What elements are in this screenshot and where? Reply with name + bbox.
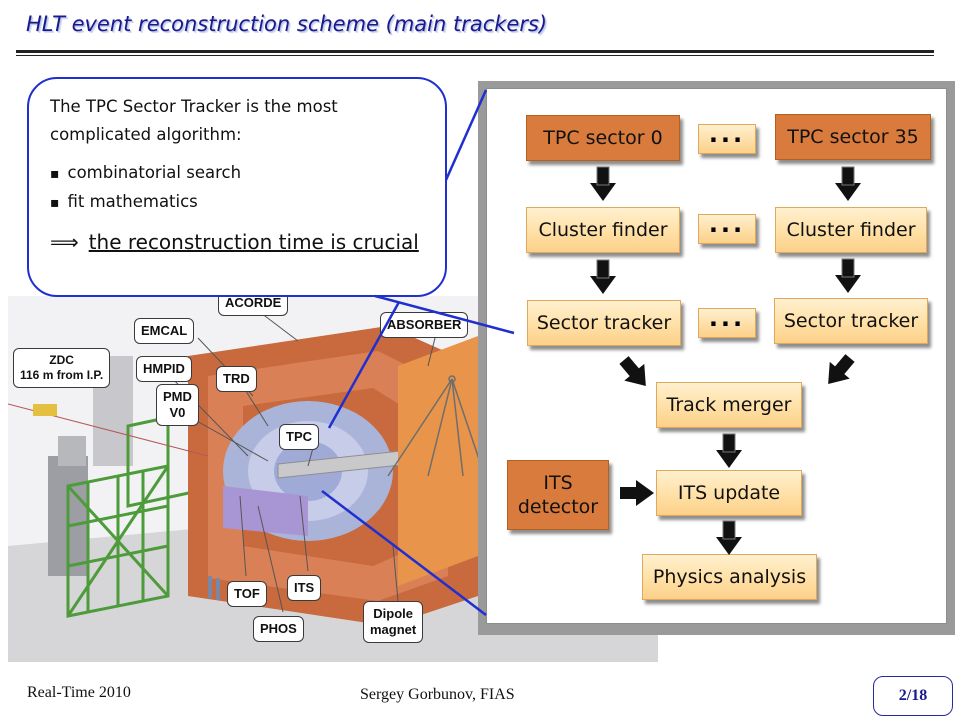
node-its-detector-line1: ITS bbox=[543, 472, 573, 494]
node-tpc-sector-last: TPC sector 35 bbox=[775, 114, 931, 160]
label-absorber: ABSORBER bbox=[380, 312, 469, 338]
label-dipole-line2: magnet bbox=[370, 622, 417, 637]
callout-intro: The TPC Sector Tracker is the most compl… bbox=[50, 97, 338, 144]
page-number: 2/18 bbox=[873, 676, 953, 716]
tpc-tracker-callout: The TPC Sector Tracker is the most compl… bbox=[27, 77, 447, 297]
node-cluster-finder-right: Cluster finder bbox=[775, 207, 927, 253]
slide-title: HLT event reconstruction scheme (main tr… bbox=[26, 12, 548, 36]
callout-bullet-combinatorial: combinatorial search bbox=[50, 159, 427, 188]
label-zdc-line1: ZDC bbox=[49, 353, 74, 367]
label-trd: TRD bbox=[216, 366, 257, 392]
footer-author: Sergey Gorbunov, FIAS bbox=[360, 686, 515, 703]
label-phos: PHOS bbox=[253, 616, 304, 642]
callout-bullets: combinatorial search fit mathematics bbox=[50, 159, 427, 217]
node-its-detector-line2: detector bbox=[517, 496, 599, 518]
node-sector-tracker-left: Sector tracker bbox=[527, 300, 681, 346]
node-track-merger: Track merger bbox=[656, 382, 802, 428]
label-hmpid: HMPID bbox=[136, 356, 192, 382]
label-emcal: EMCAL bbox=[134, 318, 195, 344]
label-dipole-magnet: Dipole magnet bbox=[363, 601, 424, 643]
label-zdc-line2: 116 m from I.P. bbox=[20, 368, 104, 382]
label-tpc: TPC bbox=[279, 424, 319, 450]
implies-arrow-icon: ⟹ bbox=[50, 230, 79, 254]
node-physics-analysis: Physics analysis bbox=[642, 554, 817, 600]
node-cluster-finder-left: Cluster finder bbox=[526, 207, 680, 253]
callout-conclusion-text: the reconstruction time is crucial bbox=[88, 230, 419, 254]
flowchart-panel bbox=[486, 88, 947, 624]
node-its-detector: ITS detector bbox=[507, 460, 609, 530]
callout-bullet-fit: fit mathematics bbox=[50, 188, 427, 217]
label-acorde: ACORDE bbox=[218, 296, 289, 316]
title-rule bbox=[16, 50, 934, 53]
node-sector-tracker-right: Sector tracker bbox=[774, 298, 928, 344]
callout-conclusion: ⟹ the reconstruction time is crucial bbox=[50, 229, 427, 255]
label-its: ITS bbox=[287, 575, 322, 601]
label-zdc: ZDC 116 m from I.P. bbox=[13, 348, 111, 388]
node-ellipsis-clusters: ... bbox=[698, 212, 756, 244]
node-ellipsis-sectors: ... bbox=[698, 122, 756, 154]
node-its-update: ITS update bbox=[656, 470, 802, 516]
label-dipole-line1: Dipole bbox=[373, 606, 413, 621]
node-ellipsis-trackers: ... bbox=[698, 306, 756, 338]
label-pmd-line1: PMD bbox=[163, 389, 192, 404]
title-rule-thin bbox=[16, 55, 934, 56]
label-pmd-line2: V0 bbox=[169, 405, 186, 420]
footer-conference: Real-Time 2010 bbox=[27, 684, 131, 701]
node-tpc-sector-first: TPC sector 0 bbox=[526, 115, 680, 161]
label-pmd-v0: PMD V0 bbox=[156, 384, 199, 426]
label-tof: TOF bbox=[227, 581, 267, 607]
